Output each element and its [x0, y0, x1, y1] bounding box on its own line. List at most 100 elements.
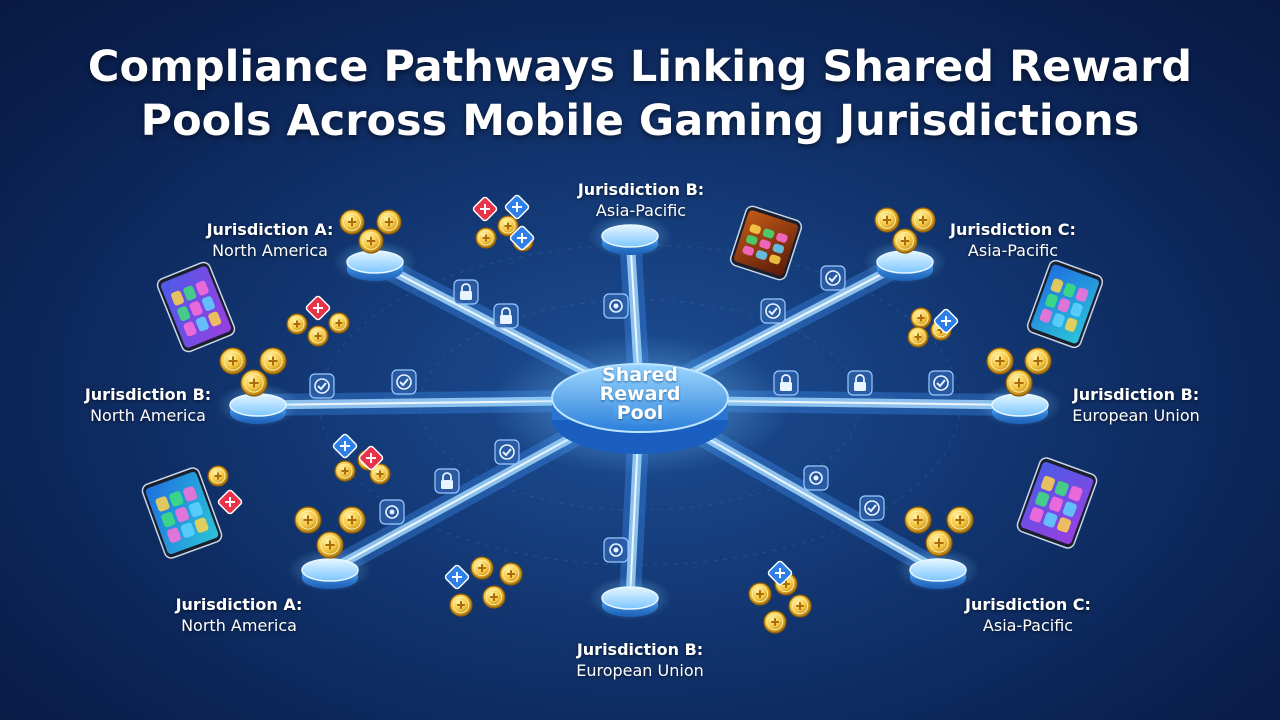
label-left: Jurisdiction B: North America	[78, 384, 218, 426]
label-bottom-right-title: Jurisdiction C:	[965, 595, 1091, 614]
label-bottom-left-title: Jurisdiction A:	[175, 595, 303, 614]
gold-coin-icon-21	[286, 313, 308, 335]
gold-coin-icon-3	[874, 207, 900, 233]
gem-icon-2	[509, 225, 535, 251]
lock-icon-8	[847, 370, 873, 396]
label-bottom-region: European Union	[576, 661, 704, 680]
checkmark-shield-icon-4	[760, 298, 786, 324]
gold-coin-icon-37	[763, 610, 787, 634]
shield-icon-13	[803, 465, 829, 491]
shield-icon-12	[379, 499, 405, 525]
label-top-right-region: Asia-Pacific	[967, 241, 1059, 260]
gold-coin-icon-4	[910, 207, 936, 233]
gem-icon-8	[767, 560, 793, 586]
hub-label: Shared Reward Pool	[560, 366, 720, 423]
shield-icon-2	[603, 293, 629, 319]
checkmark-shield-icon-6	[391, 369, 417, 395]
label-top-left: Jurisdiction A: North America	[200, 219, 340, 261]
label-bottom-left-region: North America	[181, 616, 297, 635]
gold-coin-icon-0	[339, 209, 365, 235]
label-top-region: Asia-Pacific	[595, 201, 687, 220]
phone-illustrations	[141, 205, 1104, 559]
gold-coin-icon-25	[907, 326, 929, 348]
checkmark-shield-icon-10	[494, 439, 520, 465]
node-disc-bottom-right	[896, 548, 980, 592]
gold-coin-icon-24	[910, 307, 932, 329]
gold-coin-icon-36	[788, 594, 812, 618]
gem-icon-1	[504, 194, 530, 220]
label-top-title: Jurisdiction B:	[577, 180, 705, 199]
checkmark-shield-icon-14	[859, 495, 885, 521]
lock-icon-1	[493, 303, 519, 329]
gold-coin-icon-18	[475, 227, 497, 249]
shared-reward-pool-hub	[551, 363, 729, 454]
hub-label-line-1: Shared	[602, 364, 678, 386]
gold-coin-icon-9	[986, 347, 1014, 375]
node-disc-bottom	[588, 576, 672, 620]
label-bottom-right: Jurisdiction C: Asia-Pacific	[958, 594, 1098, 636]
node-disc-bottom-left	[288, 548, 372, 592]
title-line-1: Compliance Pathways Linking Shared Rewar…	[87, 42, 1193, 92]
gold-coin-icon-35	[748, 582, 772, 606]
smartphone-game-icon-4	[1016, 457, 1098, 549]
gold-coin-icon-27	[334, 460, 356, 482]
label-bottom-title: Jurisdiction B:	[576, 640, 704, 659]
label-top: Jurisdiction B: Asia-Pacific	[566, 179, 716, 221]
gold-coin-icon-15	[904, 506, 932, 534]
gem-icon-6	[358, 445, 384, 471]
label-top-right-title: Jurisdiction C:	[950, 220, 1076, 239]
coin-clusters	[207, 194, 1052, 634]
label-bottom: Jurisdiction B: European Union	[560, 639, 720, 681]
gold-coin-icon-10	[1024, 347, 1052, 375]
gold-coin-icon-8	[240, 369, 268, 397]
smartphone-game-icon-3	[141, 467, 223, 559]
label-top-right: Jurisdiction C: Asia-Pacific	[938, 219, 1088, 261]
gold-coin-icon-33	[449, 593, 473, 617]
gem-icon-4	[933, 308, 959, 334]
title-line-2: Pools Across Mobile Gaming Jurisdictions	[140, 96, 1140, 146]
gem-icon-9	[217, 489, 243, 515]
label-top-left-title: Jurisdiction A:	[206, 220, 334, 239]
gold-coin-icon-22	[307, 325, 329, 347]
label-right: Jurisdiction B: European Union	[1056, 384, 1216, 426]
lock-icon-11	[434, 468, 460, 494]
hub-label-line-2: Reward	[599, 383, 681, 405]
label-right-title: Jurisdiction B:	[1072, 385, 1200, 404]
node-disc-top-left	[333, 240, 417, 284]
jurisdiction-nodes	[216, 214, 1062, 620]
node-disc-left	[216, 383, 300, 427]
gold-coin-icon-7	[259, 347, 287, 375]
label-bottom-right-region: Asia-Pacific	[982, 616, 1074, 635]
gold-coin-icon-11	[1005, 369, 1033, 397]
label-bottom-left: Jurisdiction A: North America	[169, 594, 309, 636]
gem-icon-7	[444, 564, 470, 590]
gem-icon-3	[305, 295, 331, 321]
gold-coin-icon-23	[328, 312, 350, 334]
compliance-badges	[309, 265, 954, 563]
gold-coin-icon-29	[369, 463, 391, 485]
gold-coin-icon-31	[499, 562, 523, 586]
lock-icon-0	[453, 279, 479, 305]
hub-label-line-3: Pool	[616, 402, 664, 424]
lock-icon-7	[773, 370, 799, 396]
gem-icon-0	[472, 196, 498, 222]
gold-coin-icon-13	[338, 506, 366, 534]
gold-coin-icon-6	[219, 347, 247, 375]
label-left-region: North America	[90, 406, 206, 425]
checkmark-shield-icon-3	[820, 265, 846, 291]
checkmark-shield-icon-5	[309, 373, 335, 399]
node-disc-right	[978, 383, 1062, 427]
gold-coin-icon-17	[925, 529, 953, 557]
label-top-left-region: North America	[212, 241, 328, 260]
checkmark-shield-icon-9	[928, 370, 954, 396]
label-right-region: European Union	[1072, 406, 1200, 425]
gem-icon-5	[332, 433, 358, 459]
page-title: Compliance Pathways Linking Shared Rewar…	[0, 40, 1280, 148]
gold-coin-icon-14	[316, 531, 344, 559]
gold-coin-icon-16	[946, 506, 974, 534]
gold-coin-icon-2	[358, 228, 384, 254]
node-disc-top-right	[863, 240, 947, 284]
node-disc-top	[588, 214, 672, 258]
smartphone-game-icon-1	[729, 205, 803, 281]
